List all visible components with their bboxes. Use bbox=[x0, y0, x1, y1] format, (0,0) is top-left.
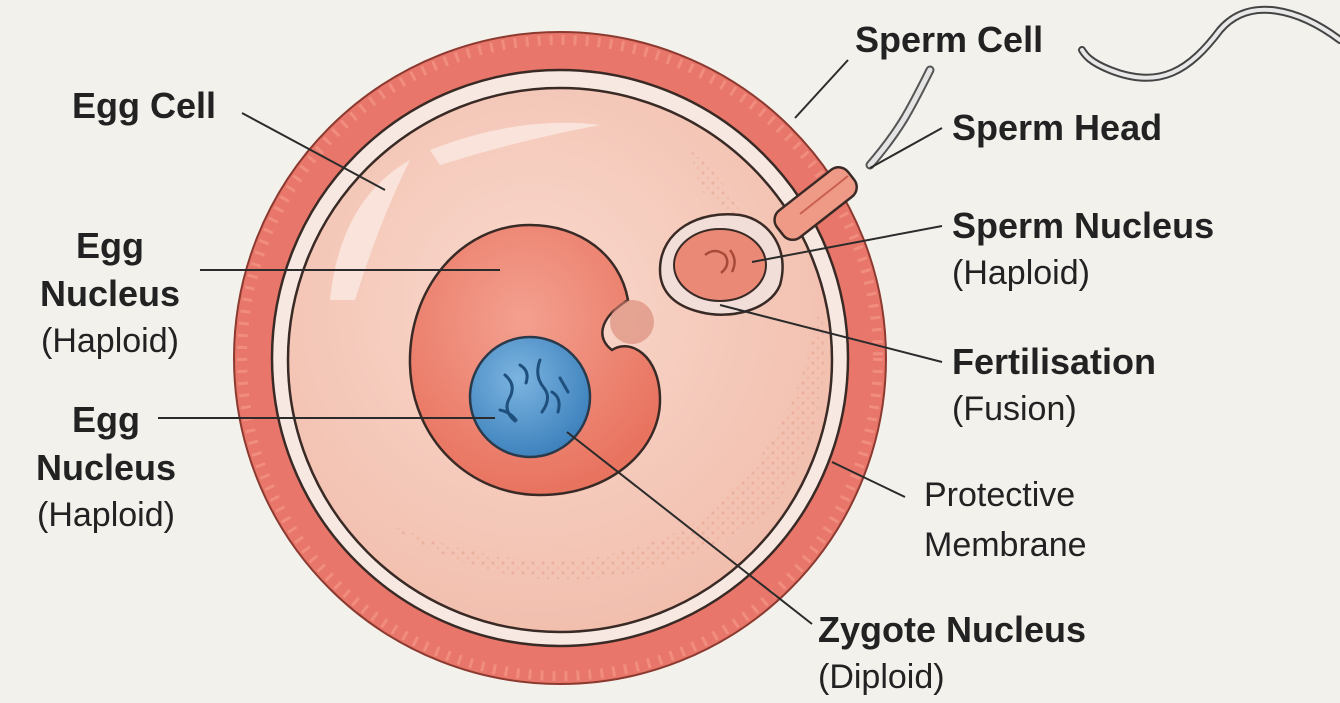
egg-cell-title: Egg Cell bbox=[72, 88, 216, 124]
zygote-nucleus-shape bbox=[470, 337, 590, 457]
sperm-cell-title: Sperm Cell bbox=[855, 22, 1043, 58]
egg-nucleus-bottom-sub: (Haploid) bbox=[16, 498, 196, 532]
fertilisation-title: Fertilisation bbox=[952, 344, 1156, 380]
sperm-head-title: Sperm Head bbox=[952, 110, 1162, 146]
egg-nucleus-top-line1: Egg bbox=[20, 228, 200, 264]
label-protective-membrane: Protective Membrane bbox=[924, 478, 1087, 562]
zygote-nucleus-title: Zygote Nucleus bbox=[818, 612, 1086, 648]
label-zygote-nucleus: Zygote Nucleus (Diploid) bbox=[818, 612, 1086, 694]
egg-nucleus-top-line2: Nucleus bbox=[20, 276, 200, 312]
egg-nucleus-bottom-line1: Egg bbox=[16, 402, 196, 438]
egg-nucleus-bottom-line2: Nucleus bbox=[16, 450, 196, 486]
leader-sperm-cell bbox=[795, 60, 848, 118]
label-sperm-nucleus: Sperm Nucleus (Haploid) bbox=[952, 208, 1214, 290]
sperm-nucleus-title: Sperm Nucleus bbox=[952, 208, 1214, 244]
label-fertilisation: Fertilisation (Fusion) bbox=[952, 344, 1156, 426]
label-sperm-head: Sperm Head bbox=[952, 110, 1162, 146]
label-egg-nucleus-bottom: Egg Nucleus (Haploid) bbox=[16, 402, 196, 532]
zygote-nucleus-sub: (Diploid) bbox=[818, 660, 1086, 694]
sperm-nucleus-sub: (Haploid) bbox=[952, 256, 1214, 290]
fertilisation-sub: (Fusion) bbox=[952, 392, 1156, 426]
fusion-point bbox=[610, 300, 654, 344]
egg-nucleus-top-sub: (Haploid) bbox=[20, 324, 200, 358]
label-egg-nucleus-top: Egg Nucleus (Haploid) bbox=[20, 228, 200, 358]
label-sperm-cell: Sperm Cell bbox=[855, 22, 1043, 58]
protective-membrane-line2: Membrane bbox=[924, 528, 1087, 562]
protective-membrane-line1: Protective bbox=[924, 478, 1087, 512]
label-egg-cell: Egg Cell bbox=[72, 88, 216, 124]
sperm-nucleus-shape bbox=[674, 229, 766, 301]
